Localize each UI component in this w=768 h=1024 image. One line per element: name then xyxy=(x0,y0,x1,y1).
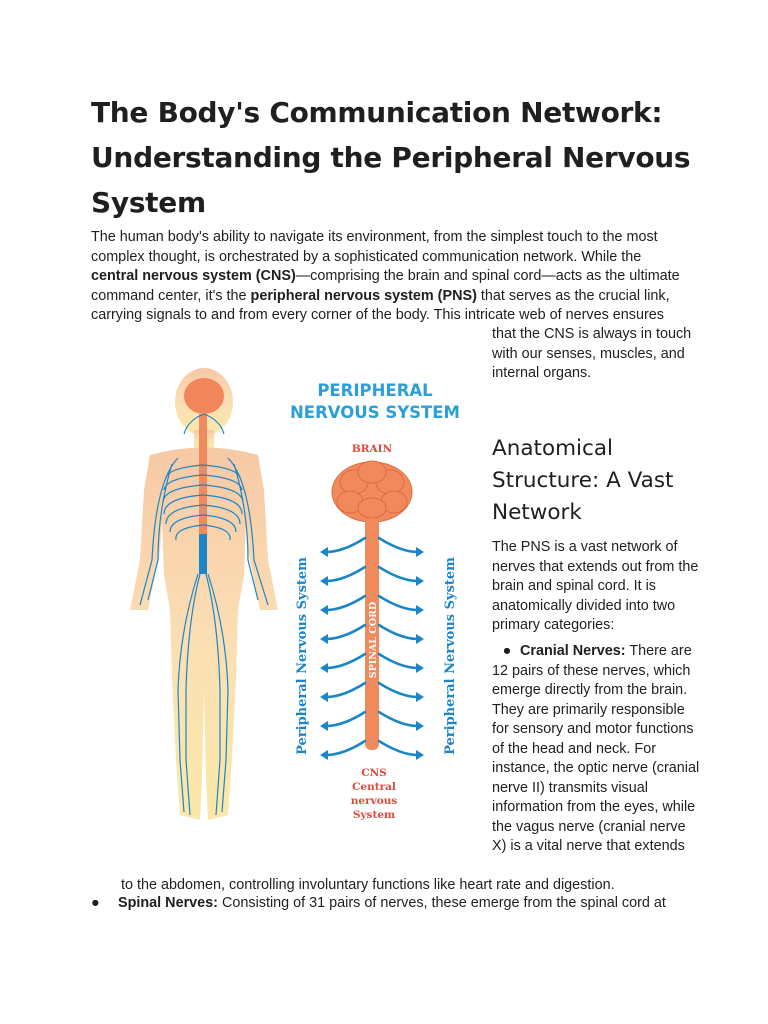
spinal-cord xyxy=(365,518,379,750)
list-item-cranial: ● Cranial Nerves: There are 12 pairs of t… xyxy=(492,642,702,857)
side-label-left: Peripheral Nervous System xyxy=(295,557,310,755)
list-item-cranial-continued: to the abdomen, controlling involuntary … xyxy=(121,877,615,893)
intro-paragraph: The human body's ability to navigate its… xyxy=(91,228,691,326)
cranial-text: There are 12 pairs of these nerves, whic… xyxy=(492,643,700,854)
spinal-cord-label: SPINAL CORD xyxy=(368,602,379,678)
brain-label: BRAIN xyxy=(352,443,393,455)
intro-text-1: The human body's ability to navigate its… xyxy=(91,229,658,265)
section-heading: Anatomical Structure: A Vast Network xyxy=(492,436,674,525)
intro-bold-cns: central nervous system (CNS) xyxy=(91,268,296,284)
list-item-spinal: ● Spinal Nerves: Consisting of 31 pairs o… xyxy=(91,894,711,914)
diagram-title-line-1: PERIPHERAL xyxy=(317,381,433,400)
bullet-icon: ● xyxy=(502,643,512,659)
intro-text-2: —comprising the brain and spinal cord—ac… xyxy=(91,268,680,304)
spinal-text: Consisting of 31 pairs of nerves, these … xyxy=(217,895,666,911)
cns-label-line-4: System xyxy=(353,809,395,821)
intro-bold-pns: peripheral nervous system (PNS) xyxy=(250,287,477,304)
cns-label-line-1: CNS xyxy=(361,767,387,779)
page-title: The Body's Communication Network: Unders… xyxy=(91,96,691,219)
side-label-right: Peripheral Nervous System xyxy=(443,557,458,755)
pns-illustration: PERIPHERAL NERVOUS SYSTEM BRAIN SPINAL C… xyxy=(128,360,478,850)
brain-icon xyxy=(331,460,413,523)
bullet-icon: ● xyxy=(91,895,100,911)
human-body-figure xyxy=(130,368,278,820)
intro-paragraph-continued: that the CNS is always in touch with our… xyxy=(492,326,692,381)
cns-label-line-2: Central xyxy=(352,781,396,793)
section-intro: The PNS is a vast network of nerves that… xyxy=(492,539,699,633)
intro-text-3: that serves as the crucial link, carryin… xyxy=(91,287,670,324)
cns-label-line-3: nervous xyxy=(351,795,398,807)
diagram-title-line-2: NERVOUS SYSTEM xyxy=(290,403,460,422)
cranial-term: Cranial Nerves: xyxy=(520,643,626,659)
spinal-term: Spinal Nerves: xyxy=(118,895,218,911)
arrow-heads xyxy=(320,547,424,760)
nerve-arrows xyxy=(324,536,420,757)
